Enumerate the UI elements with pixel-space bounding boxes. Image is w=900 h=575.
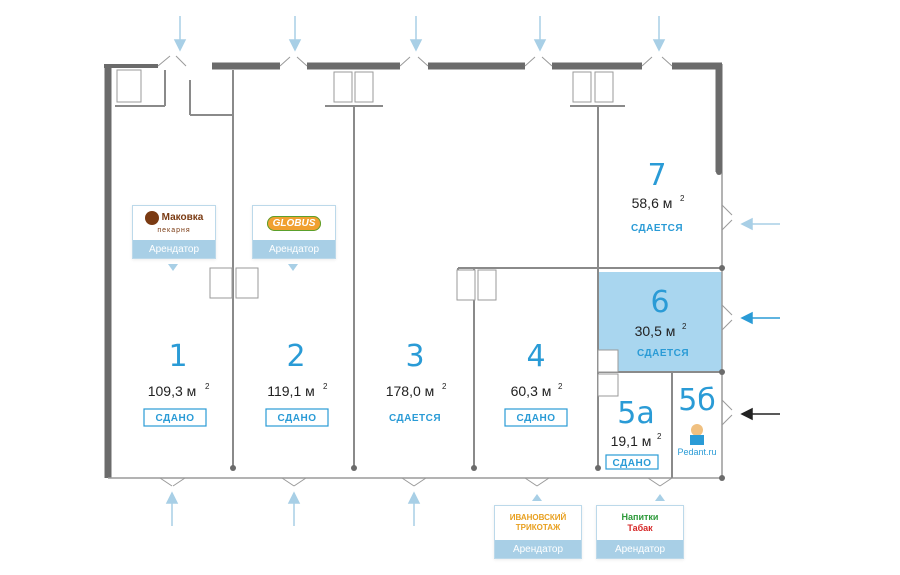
unit-6-area-sup: 2 bbox=[682, 322, 687, 331]
wall-caps bbox=[230, 169, 725, 481]
ivanovsky-logo: ИВАНОВСКИЙ ТРИКОТАЖ bbox=[495, 506, 581, 540]
wc-blocks bbox=[116, 69, 619, 397]
unit-5a-number: 5а bbox=[617, 396, 654, 431]
tenant-label: Арендатор bbox=[597, 540, 683, 558]
makovka-logo-sub: пекарня bbox=[157, 226, 191, 234]
unit-3-area: 178,0 м bbox=[386, 383, 435, 399]
unit-1-number: 1 bbox=[168, 339, 187, 374]
globus-logo-text: GLOBUS bbox=[266, 215, 322, 231]
unit-4[interactable]: 4 60,3 м 2 СДАНО bbox=[504, 339, 568, 427]
unit-1[interactable]: 1 109,3 м 2 СДАНО bbox=[143, 339, 210, 427]
unit-3[interactable]: 3 178,0 м 2 СДАЕТСЯ bbox=[386, 339, 447, 424]
pedant-mascot-body-icon bbox=[690, 435, 704, 445]
entrance-arrows-bottom bbox=[165, 491, 421, 526]
tenant-2-pointer-icon bbox=[288, 264, 298, 271]
tenant-5a-pointer-icon bbox=[655, 494, 665, 501]
pedant-mascot-icon bbox=[691, 424, 703, 436]
unit-2-badge bbox=[265, 408, 329, 427]
unit-6[interactable]: 6 30,5 м 2 СДАЕТСЯ bbox=[635, 285, 689, 359]
unit-1-badge bbox=[143, 408, 207, 427]
partitions bbox=[115, 70, 722, 478]
unit-5b[interactable]: 5б Pedant.ru bbox=[677, 383, 716, 457]
unit-7-area: 58,6 м bbox=[632, 195, 673, 211]
tenant-4-pointer-icon bbox=[532, 494, 542, 501]
unit-2-area: 119,1 м bbox=[267, 383, 315, 399]
ivanovsky-line2: ТРИКОТАЖ bbox=[515, 523, 561, 532]
unit-7-number: 7 bbox=[647, 158, 666, 193]
unit-5a-status: СДАНО bbox=[613, 458, 652, 469]
unit-2[interactable]: 2 119,1 м 2 СДАНО bbox=[265, 339, 329, 427]
entrance-arrows-right bbox=[740, 217, 780, 421]
doors-top bbox=[157, 55, 673, 67]
unit-1-area: 109,3 м bbox=[148, 383, 197, 399]
tenant-card-1[interactable]: Маковка пекарня Арендатор bbox=[132, 205, 216, 259]
ivanovsky-line1: ИВАНОВСКИЙ bbox=[509, 513, 567, 522]
doors-right bbox=[721, 204, 733, 426]
doors-bottom bbox=[159, 477, 673, 487]
unit-3-status: СДАЕТСЯ bbox=[389, 413, 441, 424]
napitki-line2: Табак bbox=[627, 523, 653, 533]
unit-4-badge bbox=[504, 408, 568, 427]
unit-1-area-sup: 2 bbox=[205, 382, 210, 391]
tenant-label: Арендатор bbox=[495, 540, 581, 558]
unit-7[interactable]: 7 58,6 м 2 СДАЕТСЯ bbox=[631, 158, 685, 234]
unit-2-status: СДАНО bbox=[278, 413, 317, 424]
unit-5a-area: 19,1 м bbox=[611, 433, 652, 449]
unit-6-status: СДАЕТСЯ bbox=[637, 348, 689, 359]
tenant-1-pointer-icon bbox=[168, 264, 178, 271]
unit-2-number: 2 bbox=[286, 339, 305, 374]
unit-5a[interactable]: 5а 19,1 м 2 СДАНО bbox=[605, 396, 662, 470]
tenant-label: Арендатор bbox=[133, 240, 215, 258]
unit-2-area-sup: 2 bbox=[323, 382, 328, 391]
tenant-card-4[interactable]: ИВАНОВСКИЙ ТРИКОТАЖ Арендатор bbox=[494, 505, 582, 559]
makovka-emblem-icon bbox=[144, 210, 159, 225]
globus-logo: GLOBUS bbox=[253, 206, 335, 240]
unit-6-area: 30,5 м bbox=[635, 323, 676, 339]
unit-4-area-sup: 2 bbox=[558, 382, 563, 391]
tenant-card-5a[interactable]: Напитки Табак Арендатор bbox=[596, 505, 684, 559]
unit-4-area: 60,3 м bbox=[511, 383, 552, 399]
tenant-card-2[interactable]: GLOBUS Арендатор bbox=[252, 205, 336, 259]
entrance-arrows-top bbox=[173, 16, 666, 52]
unit-6-highlight[interactable] bbox=[598, 272, 722, 372]
makovka-logo: Маковка пекарня bbox=[133, 206, 215, 240]
unit-3-number: 3 bbox=[405, 339, 424, 374]
napitki-logo: Напитки Табак bbox=[597, 506, 683, 540]
unit-4-status: СДАНО bbox=[517, 413, 556, 424]
unit-3-area-sup: 2 bbox=[442, 382, 447, 391]
walls bbox=[104, 62, 723, 479]
unit-5a-badge bbox=[605, 454, 659, 470]
unit-5a-area-sup: 2 bbox=[657, 432, 662, 441]
makovka-logo-text: Маковка bbox=[161, 212, 204, 223]
unit-1-status: СДАНО bbox=[156, 413, 195, 424]
tenant-label: Арендатор bbox=[253, 240, 335, 258]
unit-6-number: 6 bbox=[650, 285, 669, 320]
unit-7-status: СДАЕТСЯ bbox=[631, 223, 683, 234]
unit-5b-number: 5б bbox=[678, 383, 716, 418]
pedant-logo: Pedant.ru bbox=[677, 447, 716, 457]
unit-4-number: 4 bbox=[526, 339, 545, 374]
napitki-line1: Напитки bbox=[621, 512, 659, 522]
unit-7-area-sup: 2 bbox=[680, 194, 685, 203]
